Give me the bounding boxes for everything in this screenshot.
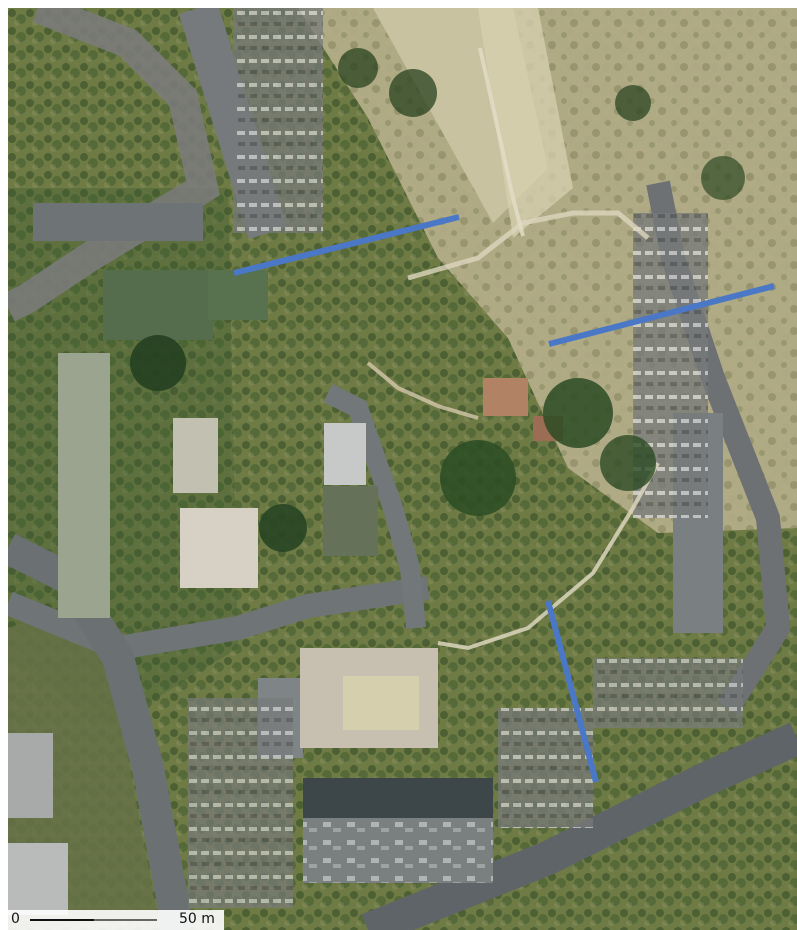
map-frame[interactable]: 0 50 m	[8, 8, 797, 930]
transect-1	[233, 214, 460, 276]
transect-3	[545, 600, 599, 783]
aerial-map[interactable]	[8, 8, 797, 930]
scale-bar: 0 50 m	[8, 910, 224, 930]
scale-end-label: 50 m	[179, 911, 215, 927]
scale-start-label: 0	[11, 911, 20, 927]
scale-line	[30, 919, 157, 921]
transect-2	[548, 283, 775, 347]
